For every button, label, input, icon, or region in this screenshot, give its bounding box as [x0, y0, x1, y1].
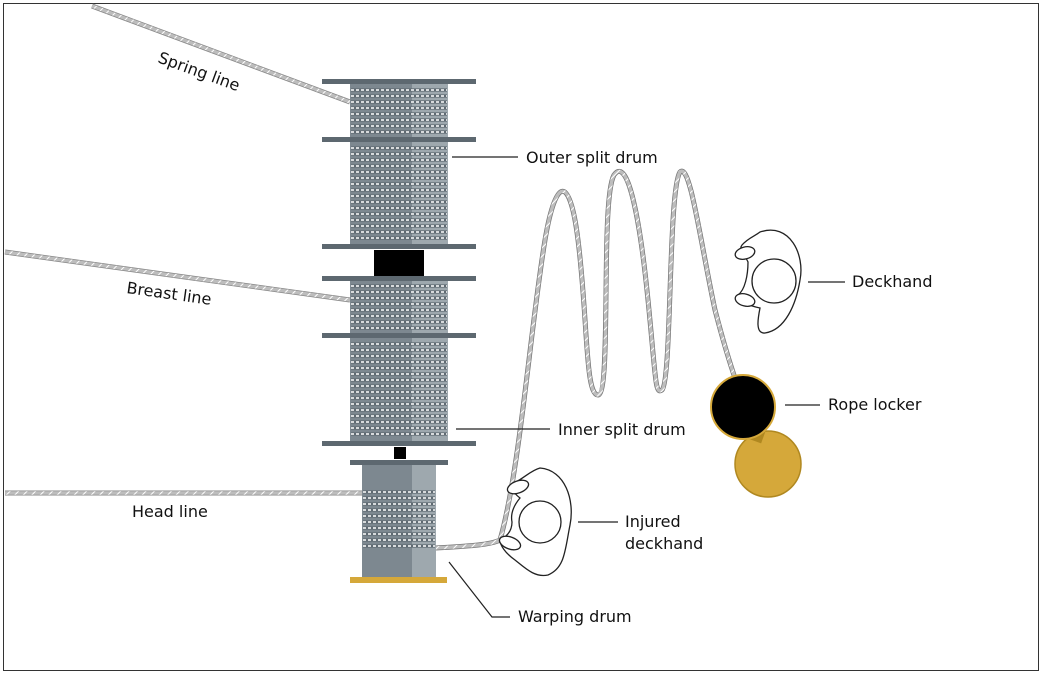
deckhand-hand: [734, 293, 756, 307]
injured-deckhand-label-line2: deckhand: [625, 534, 703, 553]
base-plate: [350, 577, 447, 583]
inner-drum-wraps: [351, 284, 447, 436]
flange: [322, 79, 476, 84]
flange: [322, 137, 476, 142]
injured-deckhand-head: [518, 500, 562, 544]
shaft-coupling: [394, 447, 406, 459]
inner-split-drum: [322, 276, 476, 446]
inner-split-drum-label: Inner split drum: [558, 420, 686, 439]
warping-drum-leader: [448, 561, 510, 618]
flange: [322, 441, 476, 446]
deckhand-head: [751, 258, 797, 304]
deckhand-label: Deckhand: [852, 272, 932, 291]
flange: [322, 276, 476, 281]
warping-drum: [350, 460, 448, 583]
outer-split-drum: [322, 79, 476, 249]
injured-deckhand-hand: [506, 479, 530, 495]
rope-locker-opening: [710, 374, 776, 440]
rope-locker-lid: [734, 430, 802, 498]
warping-drum-wraps: [363, 490, 435, 548]
flange: [322, 333, 476, 338]
spring-line-rope: [91, 3, 351, 105]
rope-locker: [710, 374, 802, 498]
head-line-label: Head line: [132, 502, 208, 521]
breast-line-label: Breast line: [125, 278, 212, 309]
injured-deckhand-hand: [498, 535, 522, 551]
injured-deckhand-label-line1: Injured: [625, 512, 681, 531]
deckhand-hand: [734, 246, 756, 260]
deckhand-figure: [734, 229, 802, 334]
rope-locker-label: Rope locker: [828, 395, 922, 414]
gear-block: [374, 250, 424, 276]
slack-rope: [435, 168, 748, 551]
outer-split-drum-label: Outer split drum: [526, 148, 658, 167]
flange: [322, 244, 476, 249]
diagram-frame: [3, 3, 1039, 671]
warping-drum-label: Warping drum: [518, 607, 632, 626]
injured-deckhand-figure: [498, 467, 572, 577]
breast-line-rope: [4, 249, 351, 303]
outer-drum-wraps: [351, 88, 447, 240]
